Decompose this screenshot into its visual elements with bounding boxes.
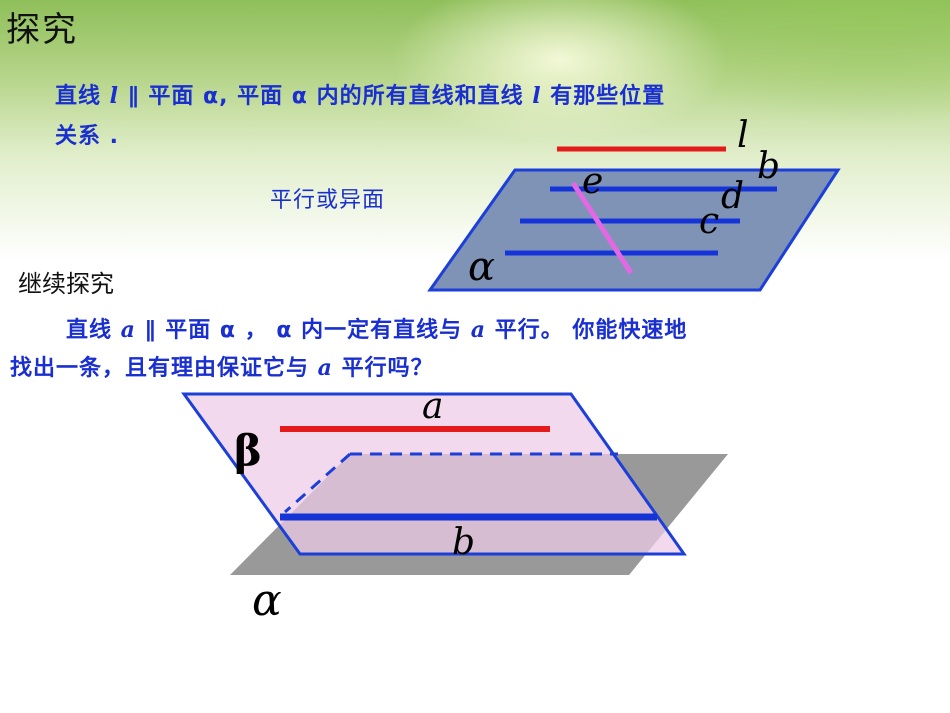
label-d: d bbox=[721, 176, 744, 217]
question2-var-a3: a bbox=[317, 355, 333, 381]
label-a: a bbox=[422, 386, 443, 427]
label-c: c bbox=[699, 201, 719, 242]
label-l: l bbox=[737, 115, 749, 156]
question1-text-b: ∥ 平面 α, 平面 α 内的所有直线和直线 bbox=[119, 84, 533, 109]
question2-line2: 找出一条，且有理由保证它与 a 平行吗？ bbox=[10, 350, 434, 382]
question2-var-a: a bbox=[120, 317, 136, 343]
page-title: 探究 bbox=[6, 10, 78, 50]
question2-text-b: ∥ 平面 α ， α 内一定有直线与 bbox=[135, 318, 471, 343]
question2-text-d: 找出一条，且有理由保证它与 bbox=[10, 356, 318, 381]
label-e: e bbox=[582, 161, 603, 202]
question1-var-l: l bbox=[109, 83, 120, 109]
question2-line1: 直线 a ∥ 平面 α ， α 内一定有直线与 a 平行。 你能快速地 bbox=[66, 312, 687, 344]
question2-text-e: 平行吗？ bbox=[332, 356, 434, 381]
alpha-hidden-edge-left bbox=[284, 452, 351, 514]
question1-line1: 直线 l ∥ 平面 α, 平面 α 内的所有直线和直线 l 有那些位置 bbox=[55, 78, 665, 110]
question2-var-a2: a bbox=[470, 317, 487, 343]
line-e bbox=[570, 181, 634, 275]
answer1-text: 平行或异面 bbox=[270, 188, 386, 213]
question1-text-a: 直线 bbox=[55, 84, 110, 109]
label-beta: β bbox=[234, 426, 262, 475]
question1-text-c: 有那些位置 bbox=[541, 84, 666, 109]
label-b-2: b bbox=[452, 522, 475, 563]
question2-text-c: 平行。 你能快速地 bbox=[486, 318, 688, 343]
question1-var-l2: l bbox=[532, 83, 542, 109]
label-b: b bbox=[757, 146, 780, 187]
label-alpha-2: α bbox=[252, 575, 282, 626]
question2-text-a: 直线 bbox=[66, 318, 121, 343]
label-alpha-1: α bbox=[468, 244, 495, 290]
question1-line2: 关系 . bbox=[55, 124, 120, 149]
section-heading-continue: 继续探究 bbox=[18, 270, 114, 298]
plane-alpha-shape bbox=[427, 168, 841, 292]
